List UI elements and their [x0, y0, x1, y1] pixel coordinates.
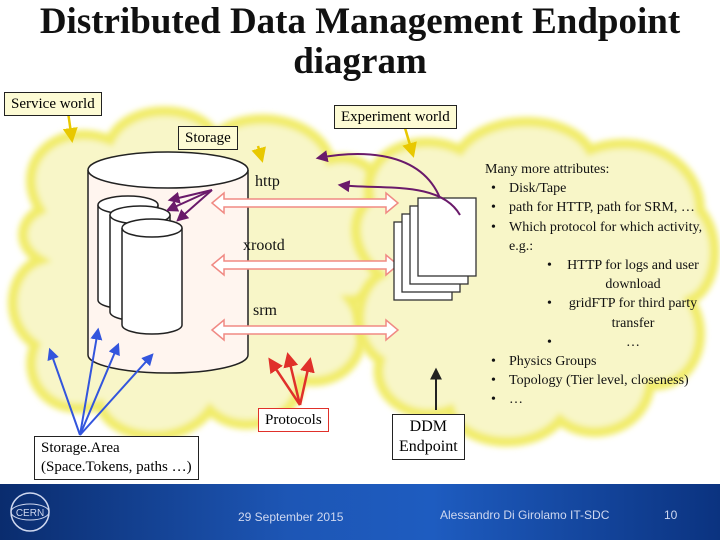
storage-area-cylinders: [97, 195, 183, 335]
note-physics-groups: Physics Groups: [485, 352, 717, 371]
note-more: …: [485, 390, 717, 409]
protocols-label: Protocols: [258, 408, 329, 432]
srm-label: srm: [253, 302, 277, 319]
xrootd-label: xrootd: [243, 237, 285, 254]
notes-heading: Many more attributes:: [485, 162, 610, 177]
note-disk-tape: Disk/Tape: [485, 179, 717, 198]
footer-author: Alessandro Di Girolamo IT-SDC: [440, 508, 610, 522]
footer-date: 29 September 2015: [238, 510, 344, 524]
page-title: Distributed Data Management Endpoint dia…: [39, 1, 681, 82]
note-sub-gridftp: gridFTP for third party transfer: [509, 294, 717, 332]
note-which-protocol-text: Which protocol for which activity, e.g.:: [509, 219, 703, 254]
note-which-protocol: Which protocol for which activity, e.g.:…: [485, 218, 717, 353]
cern-logo-text: CERN: [16, 508, 44, 519]
ddm-endpoint-label: DDM Endpoint: [392, 414, 465, 460]
http-arrow: [210, 191, 400, 215]
protocols-red-arrows: [268, 352, 315, 406]
ddm-endpoint-line2: Endpoint: [399, 438, 458, 455]
note-sub-http: HTTP for logs and user download: [509, 256, 717, 294]
storage-area-blue-arrows: [47, 327, 154, 436]
storage-area-line2: (Space.Tokens, paths …): [41, 459, 192, 475]
ddm-endpoint-stack: [393, 197, 477, 301]
footer-bar: CERN 29 September 2015 Alessandro Di Gir…: [0, 484, 720, 540]
srm-arrow: [210, 318, 400, 342]
note-paths: path for HTTP, path for SRM, …: [485, 198, 717, 217]
storage-label: Storage: [178, 126, 238, 150]
service-world-label: Service world: [4, 92, 102, 116]
note-topology: Topology (Tier level, closeness): [485, 371, 717, 390]
storage-area-line1: Storage.Area: [41, 440, 120, 456]
note-sub-more: …: [509, 333, 717, 352]
attributes-notes: Many more attributes: Disk/Tape path for…: [485, 160, 717, 410]
world-yellow-arrows: [62, 111, 417, 163]
purple-arrows: [165, 150, 461, 222]
ddm-endpoint-line1: DDM: [409, 418, 447, 435]
protocol-arrows: [210, 191, 400, 342]
footer-page-number: 10: [664, 508, 678, 522]
storage-area-label: Storage.Area (Space.Tokens, paths …): [34, 436, 199, 480]
cern-logo-icon: CERN: [10, 492, 50, 532]
experiment-world-label: Experiment world: [334, 105, 457, 129]
http-label: http: [255, 173, 280, 190]
